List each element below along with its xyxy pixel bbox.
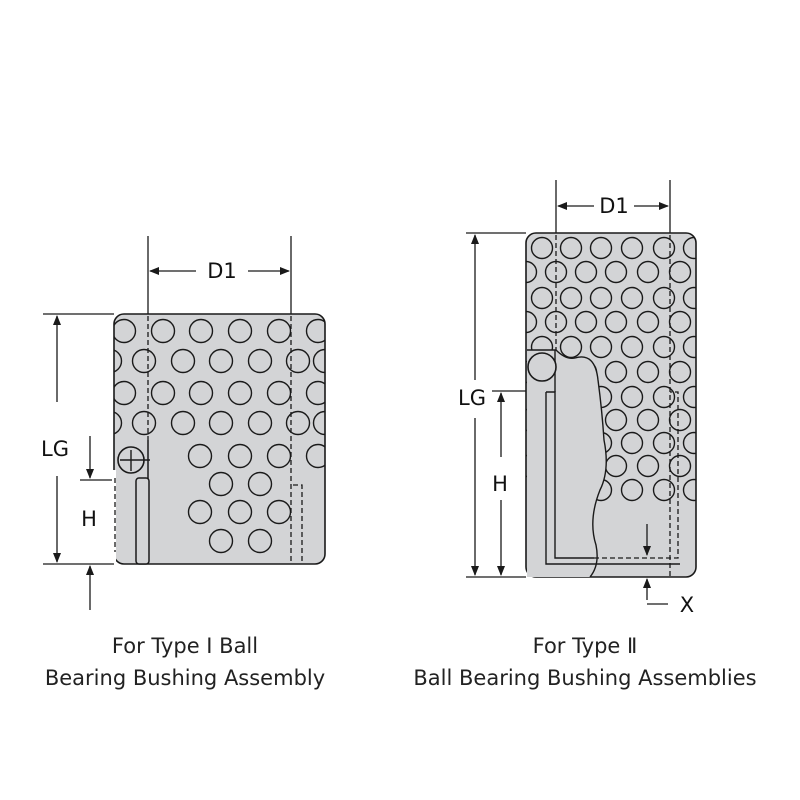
ball	[530, 236, 554, 260]
ball	[589, 236, 613, 260]
ball	[114, 348, 123, 374]
ball	[604, 408, 628, 432]
type2-stop-ball	[527, 352, 557, 382]
ball	[620, 385, 644, 409]
type2-cutaway	[527, 350, 607, 577]
ball	[636, 310, 660, 334]
ball	[636, 260, 660, 284]
ball	[312, 348, 325, 374]
type2-d1-label: D1	[599, 194, 629, 218]
ball	[604, 310, 628, 334]
ball	[668, 454, 692, 478]
ball	[305, 318, 325, 344]
ball	[150, 318, 176, 344]
ball	[285, 410, 311, 436]
ball	[652, 286, 676, 310]
ball	[589, 335, 613, 359]
ball	[682, 478, 696, 502]
ball	[559, 335, 583, 359]
ball	[636, 408, 660, 432]
ball	[227, 443, 253, 469]
ball	[652, 385, 676, 409]
type2-h-label: H	[492, 472, 508, 496]
type1-lg-label: LG	[41, 437, 69, 461]
ball	[114, 410, 123, 436]
ball	[526, 260, 538, 284]
type1-caption: For Type I Ball Bearing Bushing Assembly	[0, 630, 370, 694]
ball	[150, 380, 176, 406]
ball	[652, 335, 676, 359]
type1-d1-label: D1	[207, 259, 237, 283]
ball	[188, 318, 214, 344]
type1-dimensions	[43, 236, 292, 610]
ball	[208, 410, 234, 436]
ball	[247, 471, 273, 497]
ball	[170, 348, 196, 374]
ball	[285, 348, 311, 374]
ball	[589, 286, 613, 310]
type2-lg-label: LG	[458, 386, 486, 410]
ball	[187, 443, 213, 469]
ball	[652, 431, 676, 455]
ball	[636, 360, 660, 384]
ball	[170, 410, 196, 436]
ball	[559, 286, 583, 310]
ball	[682, 385, 696, 409]
type1-h-label: H	[81, 507, 97, 531]
type2-caption-line1: For Type Ⅱ	[532, 634, 638, 658]
ball	[208, 471, 234, 497]
ball	[559, 236, 583, 260]
ball	[188, 380, 214, 406]
ball	[247, 528, 273, 554]
ball	[604, 260, 628, 284]
ball	[305, 380, 325, 406]
ball	[305, 443, 325, 469]
ball	[312, 410, 325, 436]
ball	[574, 260, 598, 284]
type2-caption: For Type Ⅱ Ball Bearing Bushing Assembli…	[390, 630, 780, 694]
ball	[652, 236, 676, 260]
ball	[530, 286, 554, 310]
type1-body	[113, 313, 326, 565]
ball	[114, 380, 137, 406]
ball	[620, 286, 644, 310]
ball	[266, 318, 292, 344]
type2-caption-line2: Ball Bearing Bushing Assemblies	[413, 666, 757, 690]
ball	[620, 478, 644, 502]
ball	[682, 335, 696, 359]
ball	[620, 236, 644, 260]
type1-bushing	[110, 313, 326, 565]
type1-caption-line1: For Type I Ball	[111, 634, 259, 658]
ball	[247, 410, 273, 436]
ball	[208, 528, 234, 554]
ball	[131, 348, 157, 374]
ball	[526, 310, 538, 334]
type2-dimensions	[466, 180, 671, 605]
ball	[652, 478, 676, 502]
ball	[682, 286, 696, 310]
ball	[668, 310, 692, 334]
ball	[131, 410, 157, 436]
ball	[114, 318, 137, 344]
ball	[187, 499, 213, 525]
ball	[227, 499, 253, 525]
ball	[682, 236, 696, 260]
type2-x-label: X	[680, 593, 694, 617]
type1-caption-line2: Bearing Bushing Assembly	[44, 666, 326, 690]
ball	[682, 431, 696, 455]
ball	[227, 380, 253, 406]
ball	[247, 348, 273, 374]
type1-retainer-slot	[135, 477, 150, 565]
ball	[620, 431, 644, 455]
ball	[620, 335, 644, 359]
ball	[227, 318, 253, 344]
type2-bushing	[525, 232, 697, 578]
type1-balls	[114, 318, 325, 554]
ball	[208, 348, 234, 374]
ball	[574, 310, 598, 334]
ball	[636, 454, 660, 478]
ball	[604, 360, 628, 384]
